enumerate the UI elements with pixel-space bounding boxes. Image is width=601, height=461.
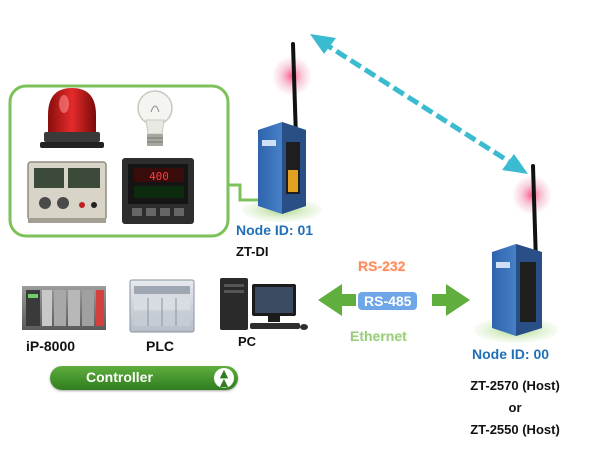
temperature-controller-icon: 400 bbox=[122, 158, 194, 224]
plc-icon bbox=[129, 279, 195, 333]
ip-8000-icon bbox=[22, 286, 106, 330]
interface-label-ethernet: Ethernet bbox=[350, 328, 407, 344]
controller-button-label: Controller bbox=[86, 369, 153, 385]
host-antenna-icon bbox=[531, 164, 538, 264]
zt-2570-host-module bbox=[474, 164, 558, 343]
controller-readout: 400 bbox=[149, 170, 169, 183]
left-arrow-icon bbox=[318, 284, 356, 316]
zt-di-module bbox=[242, 42, 322, 222]
power-supply-icon bbox=[27, 161, 107, 223]
interface-arrows bbox=[318, 284, 470, 316]
interface-label-rs232: RS-232 bbox=[358, 258, 406, 274]
warning-beacon-icon bbox=[40, 88, 104, 148]
controller-label-pc: PC bbox=[238, 334, 257, 349]
pc-icon bbox=[220, 278, 308, 330]
controller-button[interactable]: Controller ▲▲ bbox=[50, 366, 238, 390]
double-chevron-up-icon: ▲▲ bbox=[214, 368, 234, 388]
host-model-alternate-label: ZT-2550 (Host) bbox=[470, 422, 560, 437]
antenna-icon bbox=[291, 42, 298, 140]
right-arrow-icon bbox=[432, 284, 470, 316]
remote-node-id-label: Node ID: 01 bbox=[236, 222, 314, 238]
interface-label-rs485: RS-485 bbox=[358, 292, 418, 310]
host-model-separator: or bbox=[508, 400, 522, 415]
host-model-primary-label: ZT-2570 (Host) bbox=[470, 378, 560, 393]
light-bulb-icon bbox=[137, 90, 173, 146]
host-node-id-label: Node ID: 00 bbox=[472, 346, 550, 362]
controller-label-plc: PLC bbox=[146, 338, 174, 354]
remote-node-model-label: ZT-DI bbox=[236, 244, 269, 259]
wireless-link-arrow bbox=[310, 34, 528, 174]
antenna-signal-glow bbox=[272, 56, 312, 96]
controller-label-ip8000: iP-8000 bbox=[26, 338, 76, 354]
